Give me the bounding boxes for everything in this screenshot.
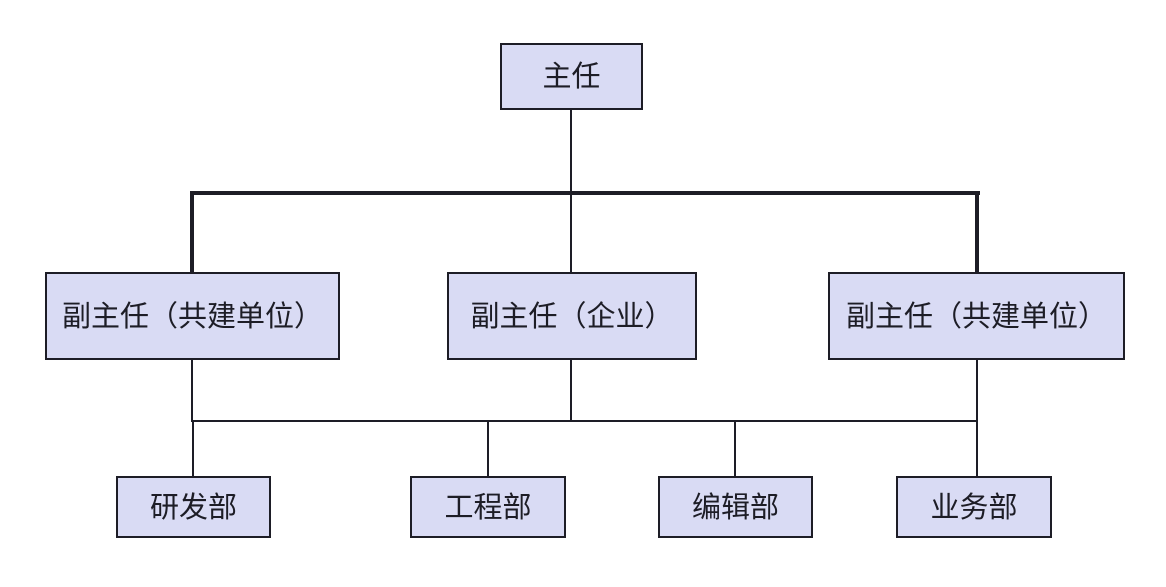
connector-bottom-drop-edit [734,422,736,476]
node-deputy-co-construction-right: 副主任（共建单位） [828,272,1125,360]
connector-top-middle-drop [570,195,572,272]
node-dept-editorial: 编辑部 [658,476,813,538]
connector-bottom-drop-rd [192,422,194,476]
connector-mid-middle-stem [570,360,572,422]
connector-top-right-drop [975,191,979,272]
connector-bottom-drop-eng [487,422,489,476]
connector-bottom-horizontal [191,420,978,422]
node-director: 主任 [500,43,643,110]
node-deputy-enterprise: 副主任（企业） [447,272,697,360]
connector-bottom-drop-biz [976,422,978,476]
node-deputy-co-construction-left: 副主任（共建单位） [45,272,340,360]
connector-root-stem [570,110,572,193]
node-dept-engineering: 工程部 [410,476,566,538]
node-dept-research: 研发部 [116,476,271,538]
connector-top-left-drop [190,191,194,272]
connector-mid-right-stem [976,360,978,422]
node-dept-business: 业务部 [896,476,1052,538]
connector-top-horizontal [190,191,980,195]
connector-mid-left-stem [191,360,193,422]
